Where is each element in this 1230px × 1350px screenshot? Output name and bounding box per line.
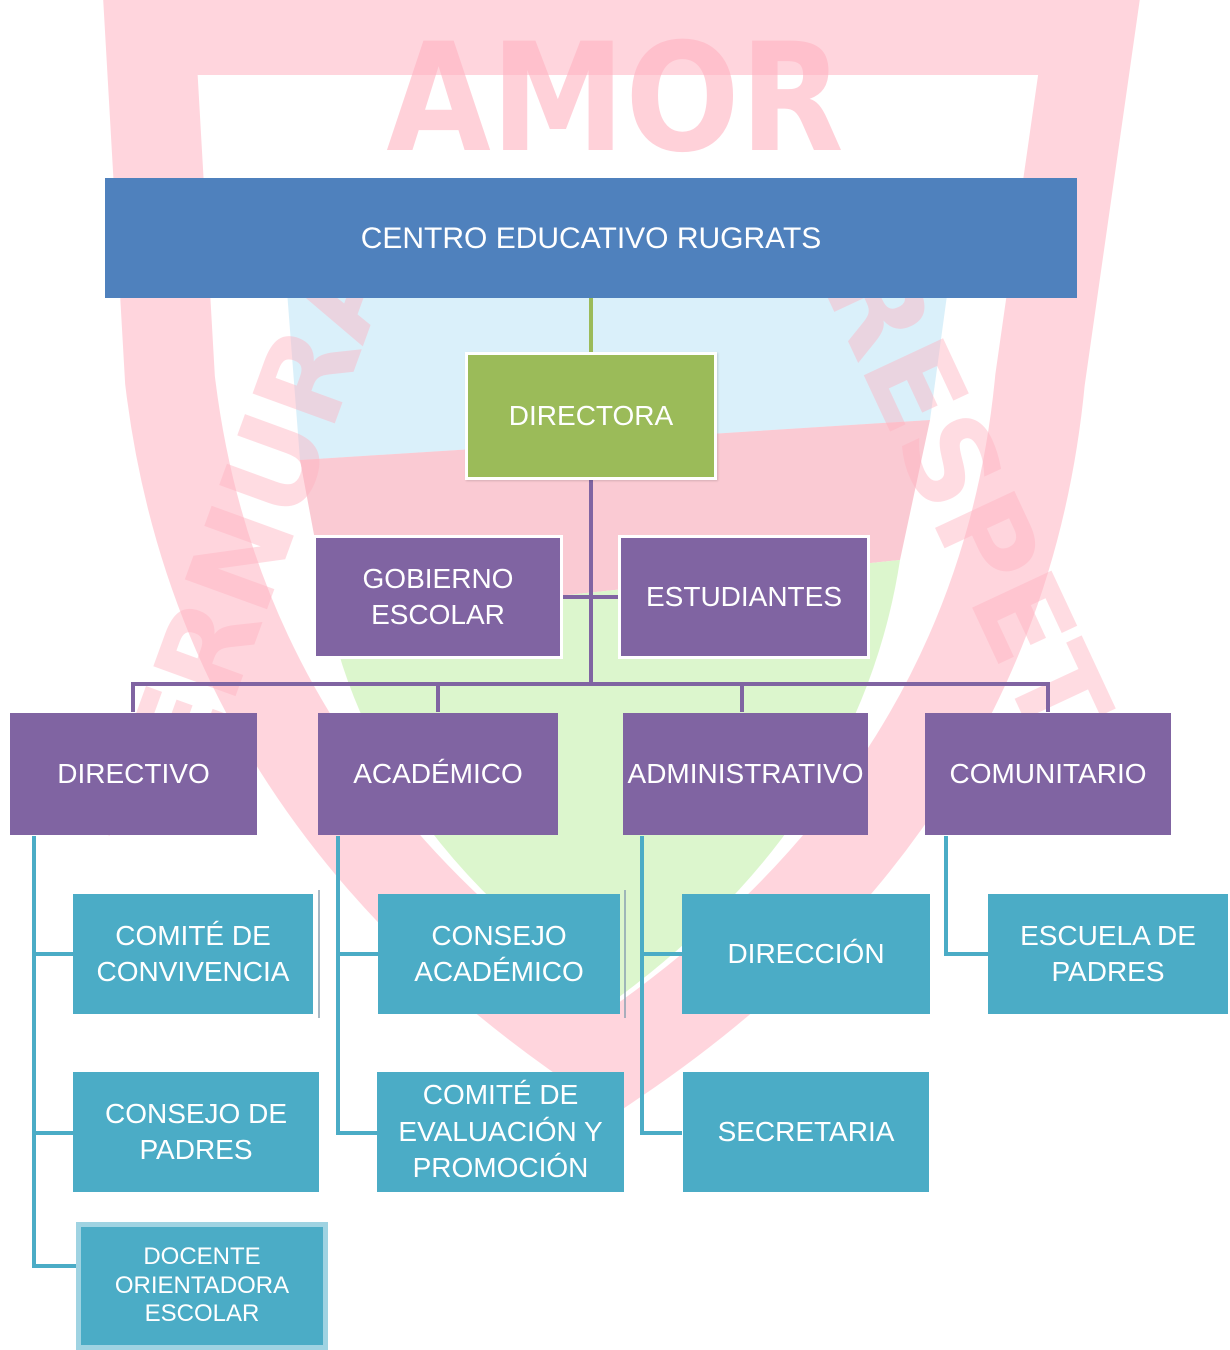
area-label: ACADÉMICO: [353, 757, 523, 789]
director-box: DIRECTORA: [465, 352, 717, 480]
unit-box-comite-evaluacion: COMITÉ DE EVALUACIÓN Y PROMOCIÓN: [377, 1072, 624, 1192]
connectors-academico: [318, 836, 626, 1135]
unit-box-docente-orientadora: DOCENTE ORIENTADORA ESCOLAR: [76, 1222, 328, 1350]
unit-label: CONSEJO DE PADRES: [104, 1097, 288, 1165]
governance-box-gobierno-escolar: GOBIERNO ESCOLAR: [313, 535, 563, 659]
unit-label: DOCENTE ORIENTADORA ESCOLAR: [114, 1242, 290, 1328]
area-label: DIRECTIVO: [57, 757, 210, 789]
unit-label: SECRETARIA: [717, 1115, 895, 1147]
unit-label: COMITÉ DE EVALUACIÓN Y PROMOCIÓN: [398, 1079, 603, 1184]
area-label: COMUNITARIO: [949, 757, 1147, 789]
unit-box-direccion: DIRECCIÓN: [682, 894, 930, 1014]
unit-box-escuela-padres: ESCUELA DE PADRES: [988, 894, 1228, 1014]
governance-label: ESTUDIANTES: [645, 580, 843, 612]
shield-grass: [330, 560, 900, 1000]
shield-outline: [103, 0, 1140, 1115]
unit-label: DIRECCIÓN: [727, 937, 885, 969]
org-root-label: CENTRO EDUCATIVO RUGRATS: [360, 221, 822, 255]
org-root-box: CENTRO EDUCATIVO RUGRATS: [105, 178, 1077, 298]
unit-box-secretaria: SECRETARIA: [683, 1072, 929, 1192]
unit-box-comite-convivencia: COMITÉ DE CONVIVENCIA: [73, 894, 313, 1014]
unit-label: CONSEJO ACADÉMICO: [414, 919, 584, 987]
connectors-comunitario: [944, 836, 988, 956]
unit-box-consejo-padres: CONSEJO DE PADRES: [73, 1072, 319, 1192]
connectors-administrativo: [640, 836, 682, 1135]
area-box-academico: ACADÉMICO: [318, 713, 558, 835]
area-box-directivo: DIRECTIVO: [10, 713, 257, 835]
area-box-comunitario: COMUNITARIO: [925, 713, 1171, 835]
director-label: DIRECTORA: [508, 399, 674, 431]
unit-label: COMITÉ DE CONVIVENCIA: [96, 919, 290, 987]
unit-box-consejo-academico: CONSEJO ACADÉMICO: [378, 894, 620, 1014]
unit-label: ESCUELA DE PADRES: [1020, 919, 1196, 987]
area-box-administrativo: ADMINISTRATIVO: [623, 713, 868, 835]
area-label: ADMINISTRATIVO: [627, 757, 864, 789]
governance-label: GOBIERNO ESCOLAR: [362, 562, 514, 630]
governance-box-estudiantes: ESTUDIANTES: [618, 535, 870, 659]
crest-motto-top: AMOR: [386, 12, 843, 186]
connectors-directivo: [32, 836, 77, 1268]
